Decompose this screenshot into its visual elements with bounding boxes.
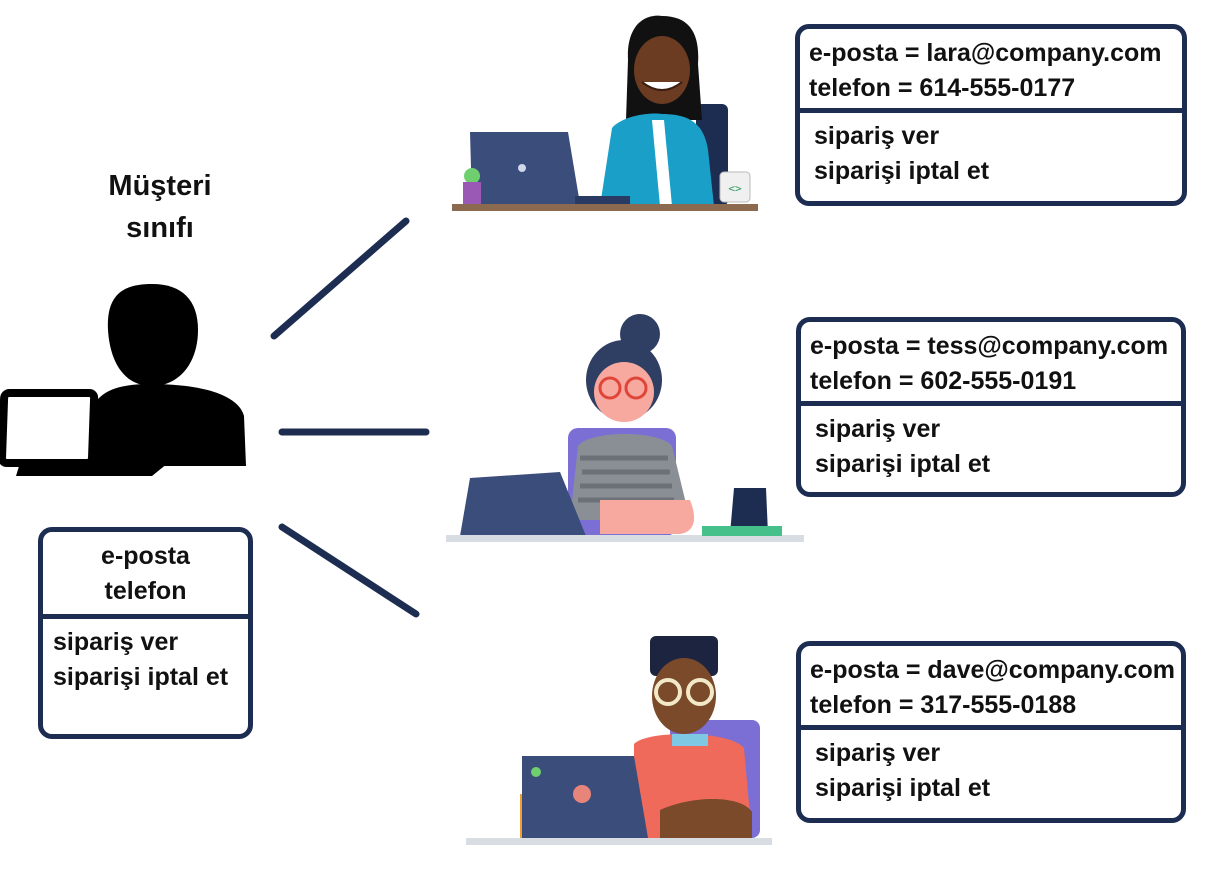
class-attribute: telefon [104,577,187,605]
object-box-tess: e-posta = tess@company.com telefon = 602… [796,317,1186,497]
object-operations: sipariş ver siparişi iptal et [801,406,1181,482]
object-attributes: e-posta = lara@company.com telefon = 614… [800,29,1182,113]
class-operation: sipariş ver [53,628,179,656]
object-attribute-phone: telefon = 602-555-0191 [810,367,1077,395]
object-operations: sipariş ver siparişi iptal et [801,730,1181,806]
class-definition-box: e-posta telefon sipariş ver siparişi ipt… [38,527,253,739]
object-operation: siparişi iptal et [814,157,990,185]
connector-line-top [270,217,410,340]
class-title-line1: Müşteri [108,170,212,202]
class-title: Müşteri sınıfı [60,165,260,249]
class-title-line2: sınıfı [126,212,194,244]
object-operation: sipariş ver [815,415,941,443]
person-illustration-lara: <> [452,15,758,211]
object-box-lara: e-posta = lara@company.com telefon = 614… [795,24,1187,206]
object-attribute-phone: telefon = 614-555-0177 [809,74,1076,102]
person-illustration-dave [466,636,772,845]
object-attributes: e-posta = dave@company.com telefon = 317… [801,646,1181,730]
person-illustration-tess [446,314,804,542]
class-operations: sipariş ver siparişi iptal et [43,619,248,695]
svg-text:<>: <> [728,182,742,195]
object-operation: siparişi iptal et [815,450,991,478]
class-operation: siparişi iptal et [53,663,229,691]
object-attribute-email: e-posta = tess@company.com [810,332,1169,360]
object-attribute-phone: telefon = 317-555-0188 [810,691,1077,719]
object-attributes: e-posta = tess@company.com telefon = 602… [801,322,1181,406]
object-box-dave: e-posta = dave@company.com telefon = 317… [796,641,1186,823]
class-attribute: e-posta [101,542,190,570]
object-attribute-email: e-posta = lara@company.com [809,39,1162,67]
object-operation: sipariş ver [815,739,941,767]
customer-silhouette-icon [0,284,246,476]
object-operation: sipariş ver [814,122,940,150]
connector-line-bottom [278,523,420,618]
object-attribute-email: e-posta = dave@company.com [810,656,1176,684]
object-operation: siparişi iptal et [815,774,991,802]
class-attributes: e-posta telefon [43,532,248,619]
object-operations: sipariş ver siparişi iptal et [800,113,1182,189]
